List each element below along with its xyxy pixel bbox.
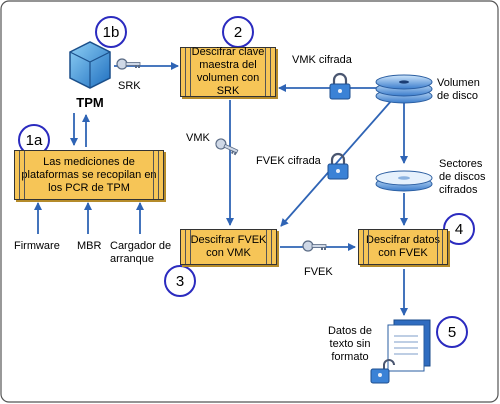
step-3-marker: 3 bbox=[164, 265, 196, 297]
vmk-label: VMK bbox=[186, 132, 210, 144]
vmk-lock-icon bbox=[329, 72, 351, 100]
decrypt-data-box: Descifrar datos con FVEK bbox=[358, 229, 448, 265]
volumen-disco-label: Volumen de disco bbox=[437, 77, 480, 102]
plaintext-unlock-icon bbox=[370, 359, 395, 384]
sectores-label: Sectores de discos cifrados bbox=[439, 158, 486, 196]
decrypt-fvek-box: Descifrar FVEK con VMK bbox=[180, 229, 277, 265]
vmk-cifrada-label: VMK cifrada bbox=[292, 54, 352, 66]
fvek-lock-icon bbox=[327, 152, 349, 180]
decrypt-vmk-box: Descifrar clave maestra del volumen con … bbox=[180, 46, 276, 97]
arrow-fvek-cifrada bbox=[280, 99, 393, 227]
cargador-label: Cargador de arranque bbox=[110, 240, 172, 265]
vmk-key-icon bbox=[215, 138, 239, 156]
step-1b-marker: 1b bbox=[95, 16, 127, 48]
measure-pcr-box: Las mediciones de plataformas se recopil… bbox=[14, 150, 164, 200]
disk-volume-icon bbox=[375, 74, 433, 104]
fvek-label: FVEK bbox=[304, 266, 333, 278]
srk-key-icon bbox=[116, 58, 141, 70]
tpm-label: TPM bbox=[76, 95, 104, 110]
plaintext-document-icon bbox=[387, 319, 431, 372]
mbr-label: MBR bbox=[77, 240, 102, 252]
srk-label: SRK bbox=[118, 80, 141, 92]
firmware-label: Firmware bbox=[14, 240, 60, 252]
tpm-chip-icon bbox=[69, 41, 111, 89]
datos-texto-label: Datos de texto sin formato bbox=[327, 325, 373, 363]
fvek-key-icon bbox=[302, 240, 327, 252]
fvek-cifrada-label: FVEK cifrada bbox=[256, 155, 321, 167]
step-5-marker: 5 bbox=[436, 316, 468, 348]
step-2-marker: 2 bbox=[222, 16, 254, 48]
encrypted-sectors-icon bbox=[375, 170, 433, 192]
